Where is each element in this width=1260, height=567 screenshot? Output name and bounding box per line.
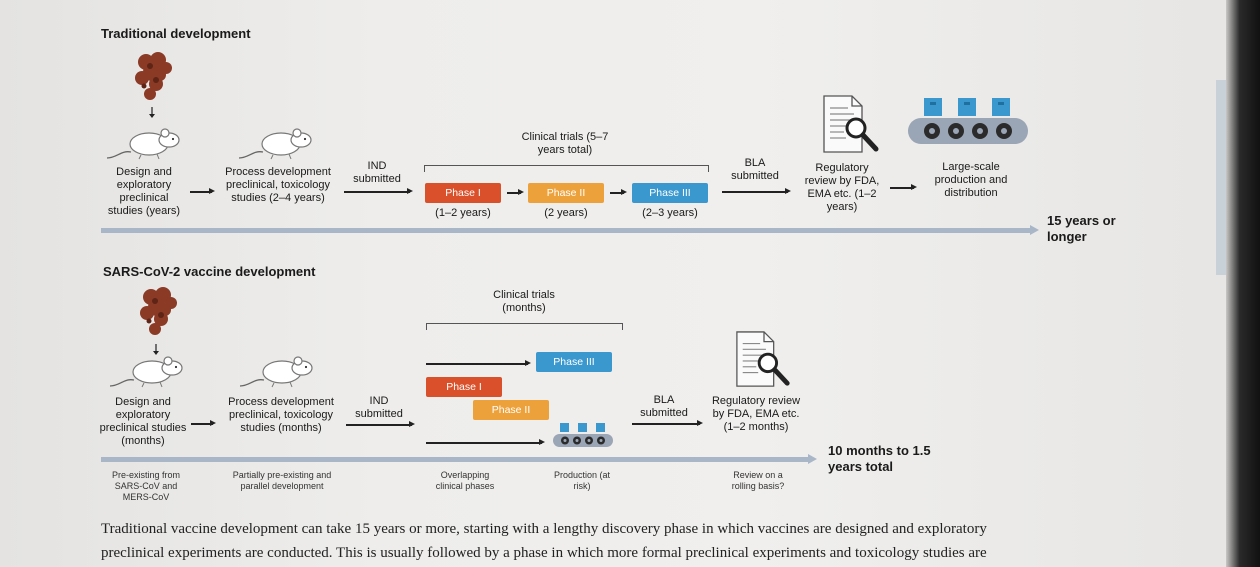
traditional-process-label: Process development preclinical, toxicol…	[218, 166, 338, 205]
sarscov2-phase1-bar: Phase I	[426, 377, 502, 397]
sarscov2-process-label: Process development preclinical, toxicol…	[222, 396, 340, 435]
traditional-total: 15 years or longer	[1047, 213, 1127, 245]
protein-icon	[135, 285, 181, 341]
sarscov2-clinical-title: Clinical trials (months)	[484, 289, 564, 315]
traditional-design-label: Design and exploratory preclinical studi…	[104, 166, 184, 218]
scrollbar[interactable]	[1216, 80, 1226, 275]
mouse-icon	[105, 124, 185, 164]
sarscov2-total: 10 months to 1.5 years total	[828, 443, 938, 475]
sarscov2-bla-label: BLA submitted	[632, 394, 696, 420]
arrow	[890, 187, 914, 189]
sarscov2-ind-label: IND submitted	[346, 395, 412, 421]
caption-line-1: Traditional vaccine development can take…	[101, 521, 987, 538]
arrow	[507, 192, 521, 194]
traditional-ind-label: IND submitted	[345, 160, 409, 186]
monitor-bezel	[1226, 0, 1260, 567]
sarscov2-phase3-bar: Phase III	[536, 352, 612, 372]
traditional-bla-label: BLA submitted	[722, 157, 788, 183]
caption-line-2: preclinical experiments are conducted. T…	[101, 545, 987, 562]
conveyor-icon	[906, 94, 1030, 150]
sarscov2-phase2-bar: Phase II	[473, 400, 549, 420]
arrow	[346, 424, 412, 426]
arrow	[722, 191, 788, 193]
protein-icon	[130, 50, 176, 106]
arrow-down-icon	[148, 107, 156, 119]
sarscov2-design-label: Design and exploratory preclinical studi…	[96, 396, 190, 448]
arrow	[190, 191, 212, 193]
document-magnifier-icon	[733, 330, 795, 390]
note-partial: Partially pre-existing and parallel deve…	[232, 470, 332, 492]
traditional-production-label: Large-scale production and distribution	[920, 161, 1022, 200]
conveyor-icon	[552, 421, 614, 449]
document-magnifier-icon	[820, 94, 884, 156]
note-preexisting: Pre-existing from SARS-CoV and MERS-CoV	[104, 470, 188, 503]
traditional-phase3-duration: (2–3 years)	[632, 207, 708, 220]
bracket	[426, 323, 623, 330]
traditional-phase3-bar: Phase III	[632, 183, 708, 203]
traditional-phase1-bar: Phase I	[425, 183, 501, 203]
mouse-icon	[108, 352, 188, 392]
arrow	[344, 191, 410, 193]
traditional-timeline	[101, 228, 1031, 233]
sarscov2-regulatory-label: Regulatory review by FDA, EMA etc. (1–2 …	[710, 395, 802, 434]
traditional-phase2-bar: Phase II	[528, 183, 604, 203]
arrow	[191, 423, 213, 425]
traditional-phase2-duration: (2 years)	[528, 207, 604, 220]
arrow	[632, 423, 700, 425]
note-production: Production (at risk)	[552, 470, 612, 492]
traditional-clinical-title: Clinical trials (5–7 years total)	[515, 131, 615, 157]
sarscov2-title: SARS-CoV-2 vaccine development	[103, 264, 315, 279]
arrow	[426, 442, 542, 444]
traditional-title: Traditional development	[101, 26, 251, 41]
mouse-icon	[237, 124, 317, 164]
traditional-phase1-duration: (1–2 years)	[425, 207, 501, 220]
arrow	[610, 192, 624, 194]
sarscov2-timeline	[101, 457, 809, 462]
note-review: Review on a rolling basis?	[728, 470, 788, 492]
bracket	[424, 165, 709, 172]
traditional-regulatory-label: Regulatory review by FDA, EMA etc. (1–2 …	[798, 162, 886, 214]
arrow	[426, 363, 528, 365]
mouse-icon	[238, 352, 318, 392]
note-overlap: Overlapping clinical phases	[430, 470, 500, 492]
